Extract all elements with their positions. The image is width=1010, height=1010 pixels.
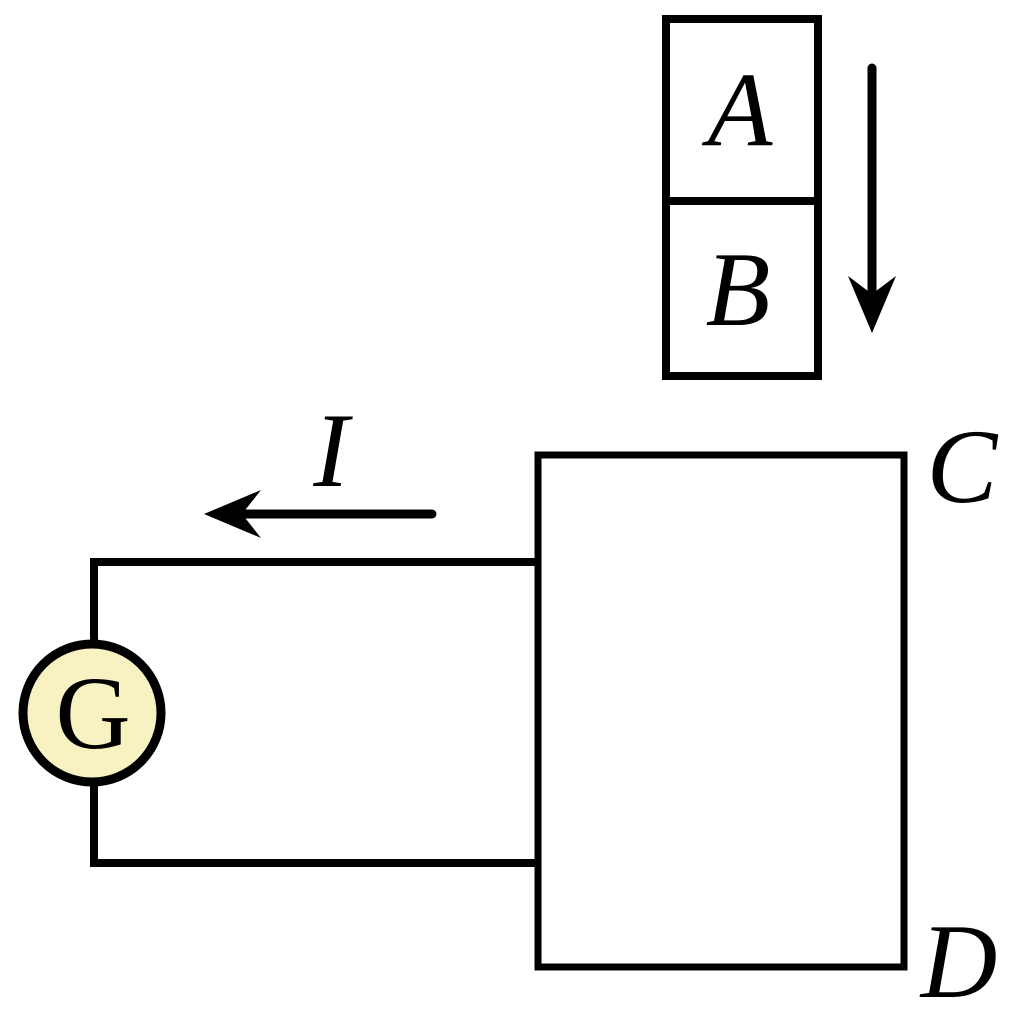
galvanometer-label: G xyxy=(55,656,131,771)
magnet-pole-a-label: A xyxy=(707,51,773,168)
coil-corner-c-label: C xyxy=(926,408,998,525)
coil-corner-d-label: D xyxy=(920,903,998,1010)
left-arrow-head xyxy=(204,490,261,538)
coil-rect xyxy=(534,451,908,971)
current-label: I xyxy=(313,392,349,509)
wire-bottom xyxy=(90,786,538,867)
down-arrow-icon xyxy=(848,63,896,333)
wire-top xyxy=(90,558,538,641)
magnet-pole-b-label: B xyxy=(705,231,771,348)
left-arrow-icon xyxy=(204,490,437,538)
galvanometer-circle xyxy=(18,639,166,787)
down-arrow-head xyxy=(848,276,896,333)
bar-magnet xyxy=(662,15,822,380)
